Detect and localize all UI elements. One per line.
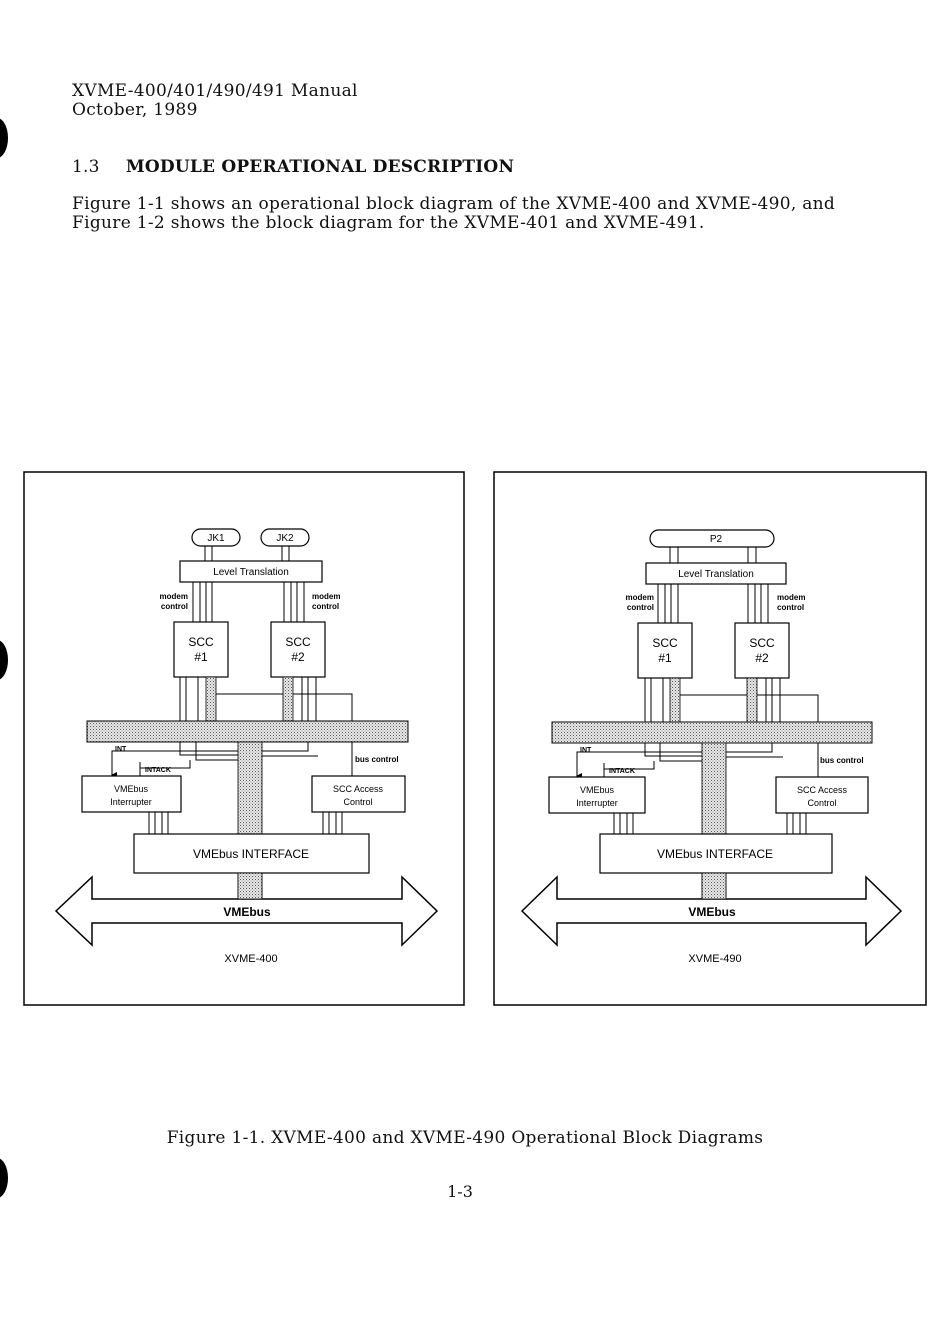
scc-1-label: SCC bbox=[188, 635, 214, 649]
interrupter-label-1: VMEbus bbox=[114, 784, 149, 794]
page-header: XVME-400/401/490/491 Manual October, 198… bbox=[72, 82, 358, 120]
diagram-frame bbox=[23, 471, 465, 1006]
access-control-label-1: SCC Access bbox=[797, 785, 848, 795]
interrupter-label-1: VMEbus bbox=[580, 785, 615, 795]
connector-jk1-label: JK1 bbox=[207, 533, 225, 544]
vmebus-arrow bbox=[520, 875, 903, 947]
modem-control-left-1: modem bbox=[626, 593, 654, 602]
scc-2-number: #2 bbox=[755, 651, 769, 665]
access-control-label-2: Control bbox=[807, 798, 836, 808]
vmebus-interface-label: VMEbus INTERFACE bbox=[657, 847, 773, 861]
scc-2-block bbox=[270, 621, 326, 678]
diagram-frame bbox=[493, 471, 927, 1006]
manual-date: October, 1989 bbox=[72, 100, 198, 120]
modem-control-right-2: control bbox=[312, 602, 339, 611]
scc-1-block bbox=[173, 621, 229, 678]
scc-1-block bbox=[637, 622, 693, 679]
level-translation-label: Level Translation bbox=[678, 569, 754, 580]
modem-control-right-1: modem bbox=[777, 593, 805, 602]
connector-p2 bbox=[649, 529, 775, 548]
vmebus-interface-block bbox=[599, 833, 833, 874]
level-translation-block bbox=[179, 560, 323, 583]
scc-access-control-block bbox=[311, 775, 406, 813]
modem-control-right-1: modem bbox=[312, 592, 340, 601]
section-heading: 1.3 MODULE OPERATIONAL DESCRIPTION bbox=[72, 157, 514, 177]
figure-caption: Figure 1-1. XVME-400 and XVME-490 Operat… bbox=[166, 1128, 764, 1148]
connector-jk2 bbox=[260, 528, 310, 547]
intack-label: INTACK bbox=[609, 768, 635, 775]
intro-line-1: Figure 1-1 shows an operational block di… bbox=[72, 194, 836, 214]
modem-control-left-2: control bbox=[161, 602, 188, 611]
section-title: MODULE OPERATIONAL DESCRIPTION bbox=[125, 157, 515, 177]
modem-control-right-2: control bbox=[777, 603, 804, 612]
vmebus-label: VMEbus bbox=[688, 905, 736, 919]
vmebus-interrupter-block bbox=[548, 776, 646, 814]
scc-access-control-block bbox=[775, 776, 869, 814]
bus-control-label: bus control bbox=[820, 756, 864, 765]
int-label: INT bbox=[580, 747, 592, 754]
page-number: 1-3 bbox=[447, 1182, 473, 1201]
scc-2-label: SCC bbox=[749, 636, 775, 650]
intack-label: INTACK bbox=[145, 767, 171, 774]
scc-2-label: SCC bbox=[285, 635, 311, 649]
vmebus-interrupter-block bbox=[81, 775, 182, 813]
scc-2-number: #2 bbox=[291, 650, 305, 664]
access-control-label-1: SCC Access bbox=[333, 784, 384, 794]
vmebus-arrow bbox=[54, 875, 439, 947]
binder-hole bbox=[0, 1158, 8, 1198]
connector-jk1 bbox=[191, 528, 241, 547]
binder-hole bbox=[0, 118, 8, 158]
intro-line-2: Figure 1-2 shows the block diagram for t… bbox=[72, 213, 705, 233]
manual-title: XVME-400/401/490/491 Manual bbox=[72, 81, 358, 101]
level-translation-block bbox=[645, 562, 787, 585]
int-label: INT bbox=[115, 746, 127, 753]
scc-1-number: #1 bbox=[658, 651, 672, 665]
vmebus-interface-label: VMEbus INTERFACE bbox=[193, 847, 309, 861]
interrupter-label-2: Interrupter bbox=[110, 797, 152, 807]
bus-control-label: bus control bbox=[355, 755, 399, 764]
scc-1-number: #1 bbox=[194, 650, 208, 664]
intro-paragraph: Figure 1-1 shows an operational block di… bbox=[72, 195, 835, 233]
connector-jk2-label: JK2 bbox=[276, 533, 294, 544]
model-label: XVME-490 bbox=[688, 953, 741, 965]
diagram-xvme-490: P2 Level Translation modem control modem… bbox=[493, 471, 927, 1006]
interrupter-label-2: Interrupter bbox=[576, 798, 618, 808]
vmebus-label: VMEbus bbox=[223, 905, 271, 919]
model-label: XVME-400 bbox=[224, 953, 277, 965]
scc-2-block bbox=[734, 622, 790, 679]
level-translation-label: Level Translation bbox=[213, 567, 289, 578]
scc-1-label: SCC bbox=[652, 636, 678, 650]
access-control-label-2: Control bbox=[343, 797, 372, 807]
binder-hole bbox=[0, 640, 8, 680]
connector-p2-label: P2 bbox=[710, 534, 723, 545]
vmebus-interface-block bbox=[133, 833, 370, 874]
modem-control-left-2: control bbox=[627, 603, 654, 612]
diagram-xvme-400: JK1 JK2 Level Translation modem control … bbox=[23, 471, 465, 1006]
modem-control-left-1: modem bbox=[160, 592, 188, 601]
section-number: 1.3 bbox=[72, 157, 100, 177]
